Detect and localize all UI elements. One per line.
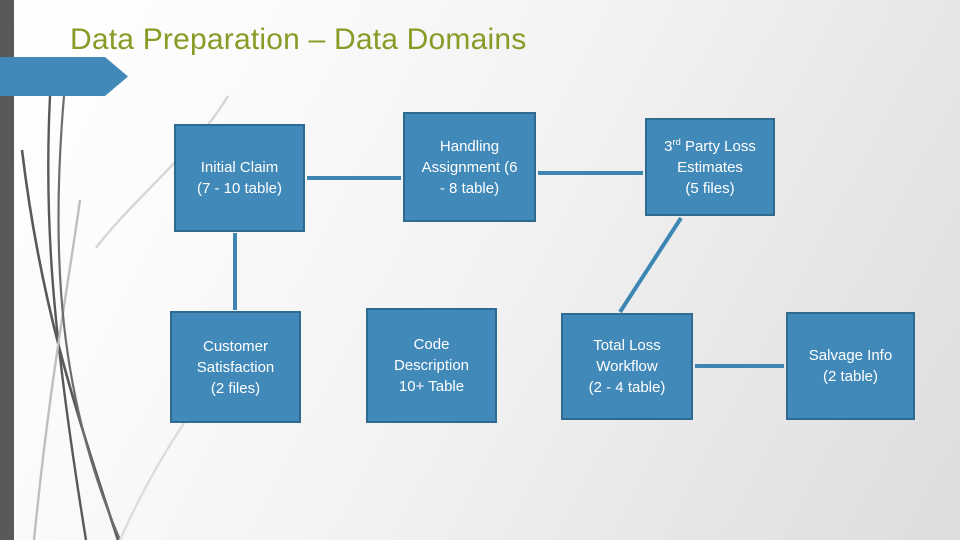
node-code-desc-line3: 10+ Table	[398, 378, 465, 395]
node-third-party-prefix: 3	[664, 137, 673, 155]
node-handling-line2: Assignment (6	[421, 158, 518, 176]
node-salvage-line2: (2 table)	[822, 368, 879, 385]
node-salvage-info[interactable]: Salvage Info (2 table)	[786, 312, 915, 420]
node-third-party-line3: (5 files)	[685, 179, 735, 197]
node-code-description[interactable]: Code Description 10+ Table	[366, 308, 497, 423]
node-customer-sat-line1: Customer	[202, 337, 269, 355]
node-initial-claim-line1: Initial Claim	[200, 159, 279, 176]
node-third-party-line1: Party Loss	[680, 137, 756, 155]
node-handling-line1: Handling	[439, 137, 500, 155]
node-code-desc-line2: Description	[393, 357, 470, 374]
node-third-party-superscript: rd	[672, 136, 681, 147]
node-customer-sat-line2: Satisfaction	[196, 358, 275, 376]
node-third-party-loss-estimates[interactable]: 3rd Party Loss Estimates (5 files)	[645, 118, 775, 216]
node-initial-claim-line2: (7 - 10 table)	[196, 180, 283, 197]
node-total-loss-line3: (2 - 4 table)	[588, 379, 666, 396]
node-total-loss-workflow[interactable]: Total Loss Workflow (2 - 4 table)	[561, 313, 693, 420]
node-initial-claim[interactable]: Initial Claim (7 - 10 table)	[174, 124, 305, 232]
connector-totalloss-to-thirdparty	[618, 216, 683, 314]
node-customer-satisfaction[interactable]: Customer Satisfaction (2 files)	[170, 311, 301, 423]
node-handling-line3: - 8 table)	[439, 179, 500, 197]
node-code-desc-line1: Code	[413, 336, 450, 353]
node-total-loss-line2: Workflow	[596, 358, 658, 375]
node-total-loss-line1: Total Loss	[593, 337, 661, 354]
node-customer-sat-line3: (2 files)	[210, 379, 261, 397]
node-third-party-line2: Estimates	[677, 158, 743, 176]
slide-title: Data Preparation – Data Domains	[70, 23, 527, 56]
node-salvage-line1: Salvage Info	[808, 347, 893, 364]
node-handling-assignment[interactable]: Handling Assignment (6 - 8 table)	[403, 112, 536, 222]
accent-arrow-icon	[0, 57, 128, 96]
